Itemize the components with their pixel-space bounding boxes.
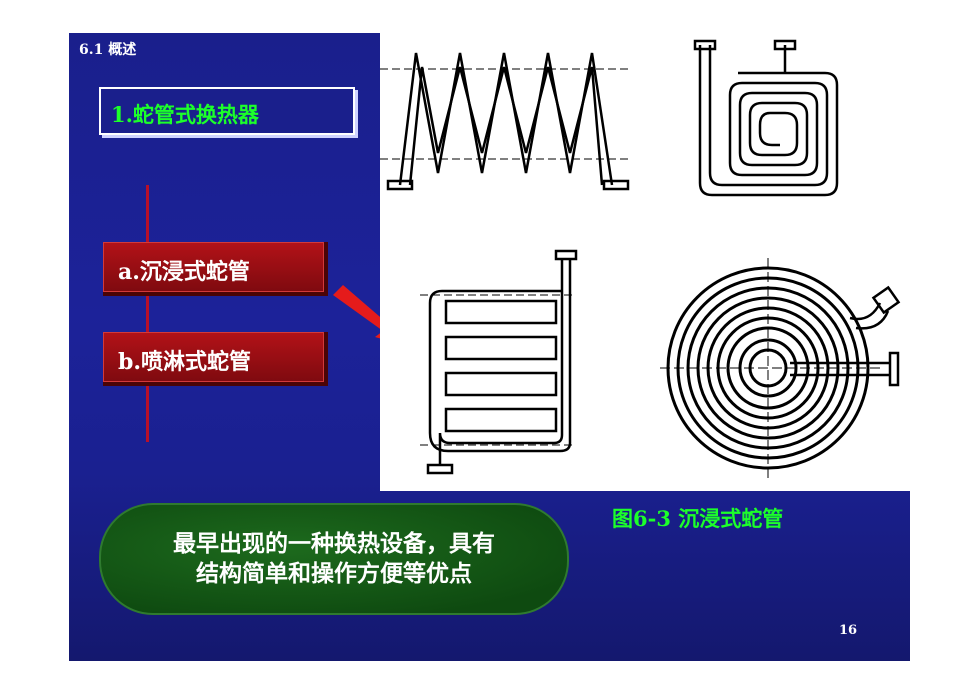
rectangular-coil-diagram	[420, 249, 578, 475]
coil-diagrams	[380, 33, 910, 491]
tab-label: b.喷淋式蛇管	[118, 349, 252, 375]
page-number: 16	[839, 623, 858, 638]
tab-label: a.沉浸式蛇管	[118, 259, 250, 285]
title-box: 1.蛇管式换热器	[99, 87, 355, 135]
note-line: 结构简单和操作方便等优点	[196, 560, 472, 587]
vertical-divider	[146, 185, 149, 442]
note-text: 最早出现的一种换热设备，具有 结构简单和操作方便等优点	[101, 529, 567, 589]
zigzag-coil-diagram	[380, 52, 630, 191]
tab-immersed-coil[interactable]: a.沉浸式蛇管	[103, 242, 328, 296]
slide: 6.1 概述 1.蛇管式换热器 a.沉浸式蛇管 b.喷淋式蛇管	[69, 33, 910, 661]
figure-caption: 图6-3 沉浸式蛇管	[612, 506, 784, 531]
note-line: 最早出现的一种换热设备，具有	[173, 530, 495, 557]
section-label: 6.1 概述	[79, 42, 137, 58]
tab-spray-coil[interactable]: b.喷淋式蛇管	[103, 332, 328, 386]
square-spiral-coil-diagram	[693, 39, 839, 197]
circular-coil-diagram	[660, 258, 901, 478]
note-bubble: 最早出现的一种换热设备，具有 结构简单和操作方便等优点	[99, 503, 569, 615]
slide-title: 1.蛇管式换热器	[111, 102, 259, 127]
